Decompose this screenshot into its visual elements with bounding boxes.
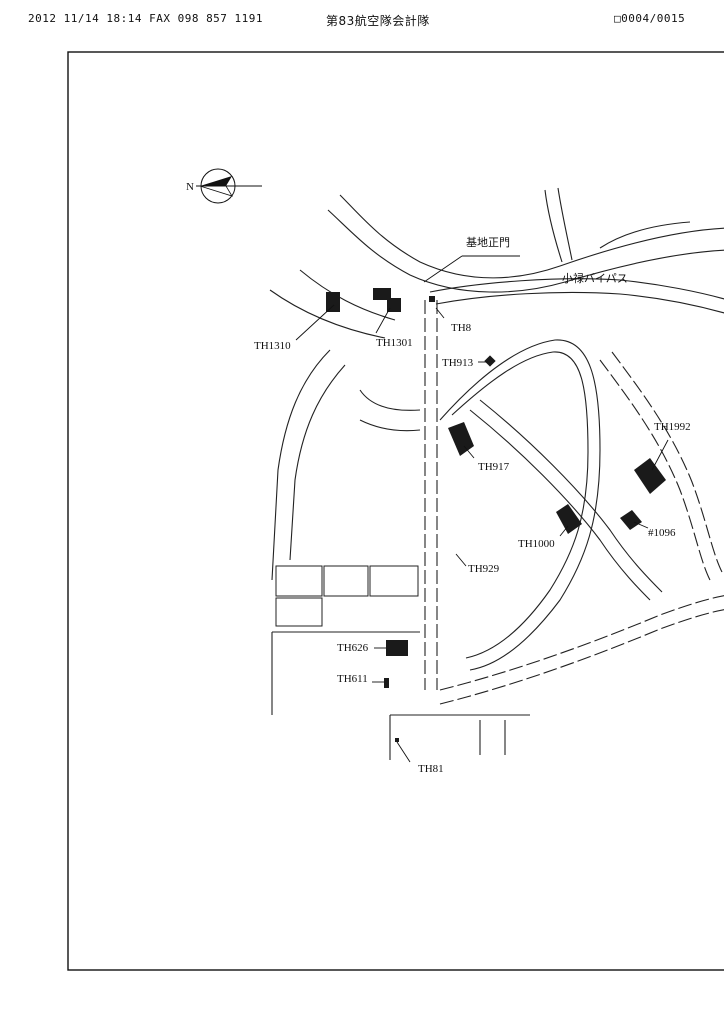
bypass-label: 小禄バイパス	[562, 271, 628, 285]
leaders	[295, 255, 669, 763]
fax-header-left: 2012 11/14 18:14 FAX 098 857 1191	[28, 12, 264, 25]
marker-th1000: TH1000	[518, 538, 555, 550]
building-th917	[448, 422, 474, 456]
building-th1301-b	[387, 298, 401, 312]
gate-label: 基地正門	[466, 236, 510, 249]
building-th81	[395, 738, 399, 742]
marker-1096: #1096	[648, 527, 676, 539]
building-th626	[386, 640, 408, 656]
marker-th929: TH929	[468, 563, 500, 575]
fax-header: 2012 11/14 18:14 FAX 098 857 1191 第83航空隊…	[0, 0, 724, 30]
fax-header-center: 第83航空隊会計隊	[326, 14, 430, 28]
building-th1000	[556, 504, 582, 534]
map-frame	[67, 51, 724, 971]
fax-header-right: □0004/0015	[614, 12, 686, 25]
marker-th8: TH8	[451, 322, 472, 334]
marker-th1301: TH1301	[376, 337, 413, 349]
marker-th626: TH626	[337, 642, 369, 654]
building-th611	[384, 678, 389, 688]
marker-th611: TH611	[337, 673, 368, 685]
building-th1301	[373, 288, 391, 300]
marker-th917: TH917	[478, 461, 510, 473]
building-th1992	[634, 458, 666, 494]
marker-th1310: TH1310	[254, 340, 291, 352]
marker-th913: TH913	[442, 357, 474, 369]
north-arrow-icon: N	[186, 168, 262, 204]
roads	[269, 187, 724, 760]
building-th913	[484, 355, 496, 367]
marker-th1992: TH1992	[654, 421, 691, 433]
north-label: N	[186, 181, 194, 193]
marker-th81: TH81	[418, 763, 444, 775]
building-th1310	[326, 292, 340, 312]
building-1096	[620, 510, 642, 530]
building-th8	[429, 296, 435, 302]
buildings	[326, 288, 666, 742]
